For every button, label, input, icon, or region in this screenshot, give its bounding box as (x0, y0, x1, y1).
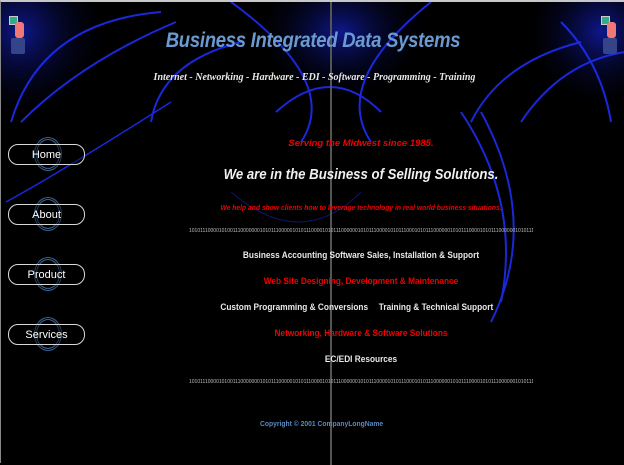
subline: We help and show clients how to leverage… (220, 203, 502, 212)
computer-user-icon-right (598, 14, 620, 56)
nav-ring-decoration (34, 137, 62, 171)
since-text: Serving the Midwest since 1985. (288, 138, 434, 149)
service-link-edi[interactable]: EC/EDI Resources (324, 354, 398, 364)
tagline: Internet - Networking - Hardware - EDI -… (153, 72, 476, 83)
headline: We are in the Business of Selling Soluti… (223, 166, 499, 183)
service-link-custom[interactable]: Custom Programming & Conversions (220, 302, 369, 312)
nav-product-button[interactable]: Product (8, 264, 85, 285)
nav-home-button[interactable]: Home (8, 144, 85, 165)
site-title: Business Integrated Data Systems (165, 29, 461, 52)
nav-services-button[interactable]: Services (8, 324, 85, 345)
nav-ring-decoration (34, 257, 62, 291)
service-link-training[interactable]: Training & Technical Support (378, 302, 494, 312)
service-link-web[interactable]: Web Site Designing, Development & Mainte… (263, 276, 459, 286)
service-link-accounting[interactable]: Business Accounting Software Sales, Inst… (242, 250, 480, 260)
computer-user-icon-left (6, 14, 28, 56)
copyright: Copyright © 2001 CompanyLongName (260, 419, 384, 428)
binary-divider: 1010111000010100111000000010101110000010… (189, 379, 533, 385)
nav-about-button[interactable]: About (8, 204, 85, 225)
binary-divider: 1010111000010100111000000010101110000010… (189, 228, 533, 234)
nav-ring-decoration (34, 197, 62, 231)
service-link-networking[interactable]: Networking, Hardware & Software Solution… (274, 328, 448, 338)
nav-ring-decoration (34, 317, 62, 351)
